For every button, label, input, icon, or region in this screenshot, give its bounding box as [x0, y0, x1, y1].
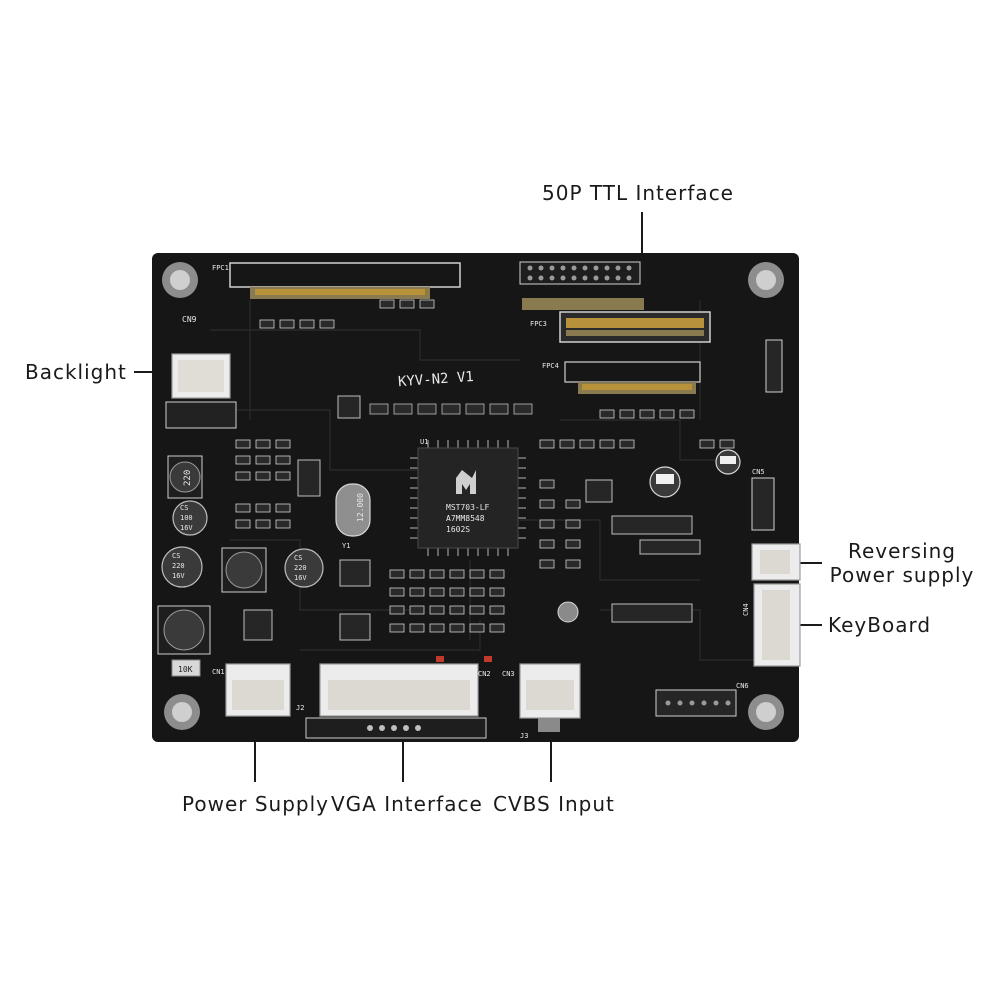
- inductor-center: [221, 547, 267, 593]
- callout-backlight: Backlight: [25, 360, 127, 384]
- cn4-label: CN4: [742, 603, 750, 616]
- u1-label: U1: [420, 438, 428, 446]
- indicator-leds: [436, 656, 492, 662]
- fpc1-label: FPC1: [212, 264, 229, 272]
- cn6-header: [655, 689, 737, 717]
- crystal-oscillator: [335, 483, 371, 537]
- callout-reversing-line1: Reversing: [847, 539, 956, 563]
- j2-label: J2: [296, 704, 304, 712]
- fuse: [171, 659, 201, 677]
- callout-keyboard: KeyBoard: [828, 613, 932, 637]
- reversing-power-connector: [751, 543, 801, 581]
- callout-ttl-interface: 50P TTL Interface: [542, 181, 734, 205]
- crystal-label: 12.000: [356, 493, 365, 522]
- chip-text-line3: 1602S: [446, 525, 470, 534]
- fuse-label: 10K: [178, 665, 193, 674]
- chip-text-line2: A7MM8548: [446, 514, 485, 523]
- capacitor-100: [172, 500, 208, 536]
- callout-cvbs-input: CVBS Input: [493, 792, 615, 816]
- fpc3-label: FPC3: [530, 320, 547, 328]
- ic-right-cluster: [337, 395, 701, 623]
- fpc3-ttl-connector: [522, 298, 711, 343]
- board-model-label: KYV-N2 V1: [398, 369, 475, 390]
- capacitor-220-right: [284, 548, 324, 588]
- cn5-label: CN5: [752, 468, 765, 476]
- inductor-220: [167, 455, 203, 499]
- callout-power-supply: Power Supply: [182, 792, 329, 816]
- cn5-header: [751, 339, 783, 531]
- mounting-holes: [162, 262, 784, 730]
- callout-reversing-power: Reversing Power supply: [822, 539, 982, 587]
- keyboard-connector: [753, 583, 801, 667]
- cn1-label: CN1: [212, 668, 225, 676]
- cap3-text-1: CS: [294, 554, 302, 562]
- inductor-bottom-left: [157, 605, 211, 655]
- cap2-text-1: CS: [172, 552, 180, 560]
- chip-text-line1: MST703-LF: [446, 503, 490, 512]
- main-chip-mst703: [410, 440, 526, 556]
- cap2-text-2: 220: [172, 562, 185, 570]
- callout-vga-interface: VGA Interface: [331, 792, 483, 816]
- trimmer-potentiometer: [557, 449, 741, 623]
- power-supply-connector: [225, 663, 291, 717]
- cap2-text-3: 16V: [172, 572, 185, 580]
- inductor-label: 220: [183, 470, 193, 486]
- resistor-network-row: [369, 403, 533, 415]
- cap1-text-1: CS: [180, 504, 188, 512]
- backlight-connector: [165, 353, 237, 429]
- cn2-label: CN2: [478, 670, 491, 678]
- smd-components: [235, 299, 735, 633]
- callout-reversing-line2: Power supply: [829, 563, 975, 587]
- cn3-label: CN3: [502, 670, 515, 678]
- fpc4-label: FPC4: [542, 362, 559, 370]
- voltage-regulators: [243, 459, 371, 641]
- cn6-label: CN6: [736, 682, 749, 690]
- cap1-text-3: 16V: [180, 524, 193, 532]
- cap3-text-3: 16V: [294, 574, 307, 582]
- cn9-label: CN9: [182, 315, 197, 324]
- pin-header-top: [519, 261, 641, 285]
- vga-connector: [305, 663, 487, 739]
- cap3-text-2: 220: [294, 564, 307, 572]
- cvbs-connector: [519, 663, 581, 732]
- fpc4-connector: [564, 361, 701, 394]
- cap1-text-2: 100: [180, 514, 193, 522]
- y1-label: Y1: [342, 542, 350, 550]
- capacitor-220-left: [161, 546, 203, 588]
- fpc1-connector: [229, 262, 461, 299]
- j3-label: J3: [520, 732, 528, 740]
